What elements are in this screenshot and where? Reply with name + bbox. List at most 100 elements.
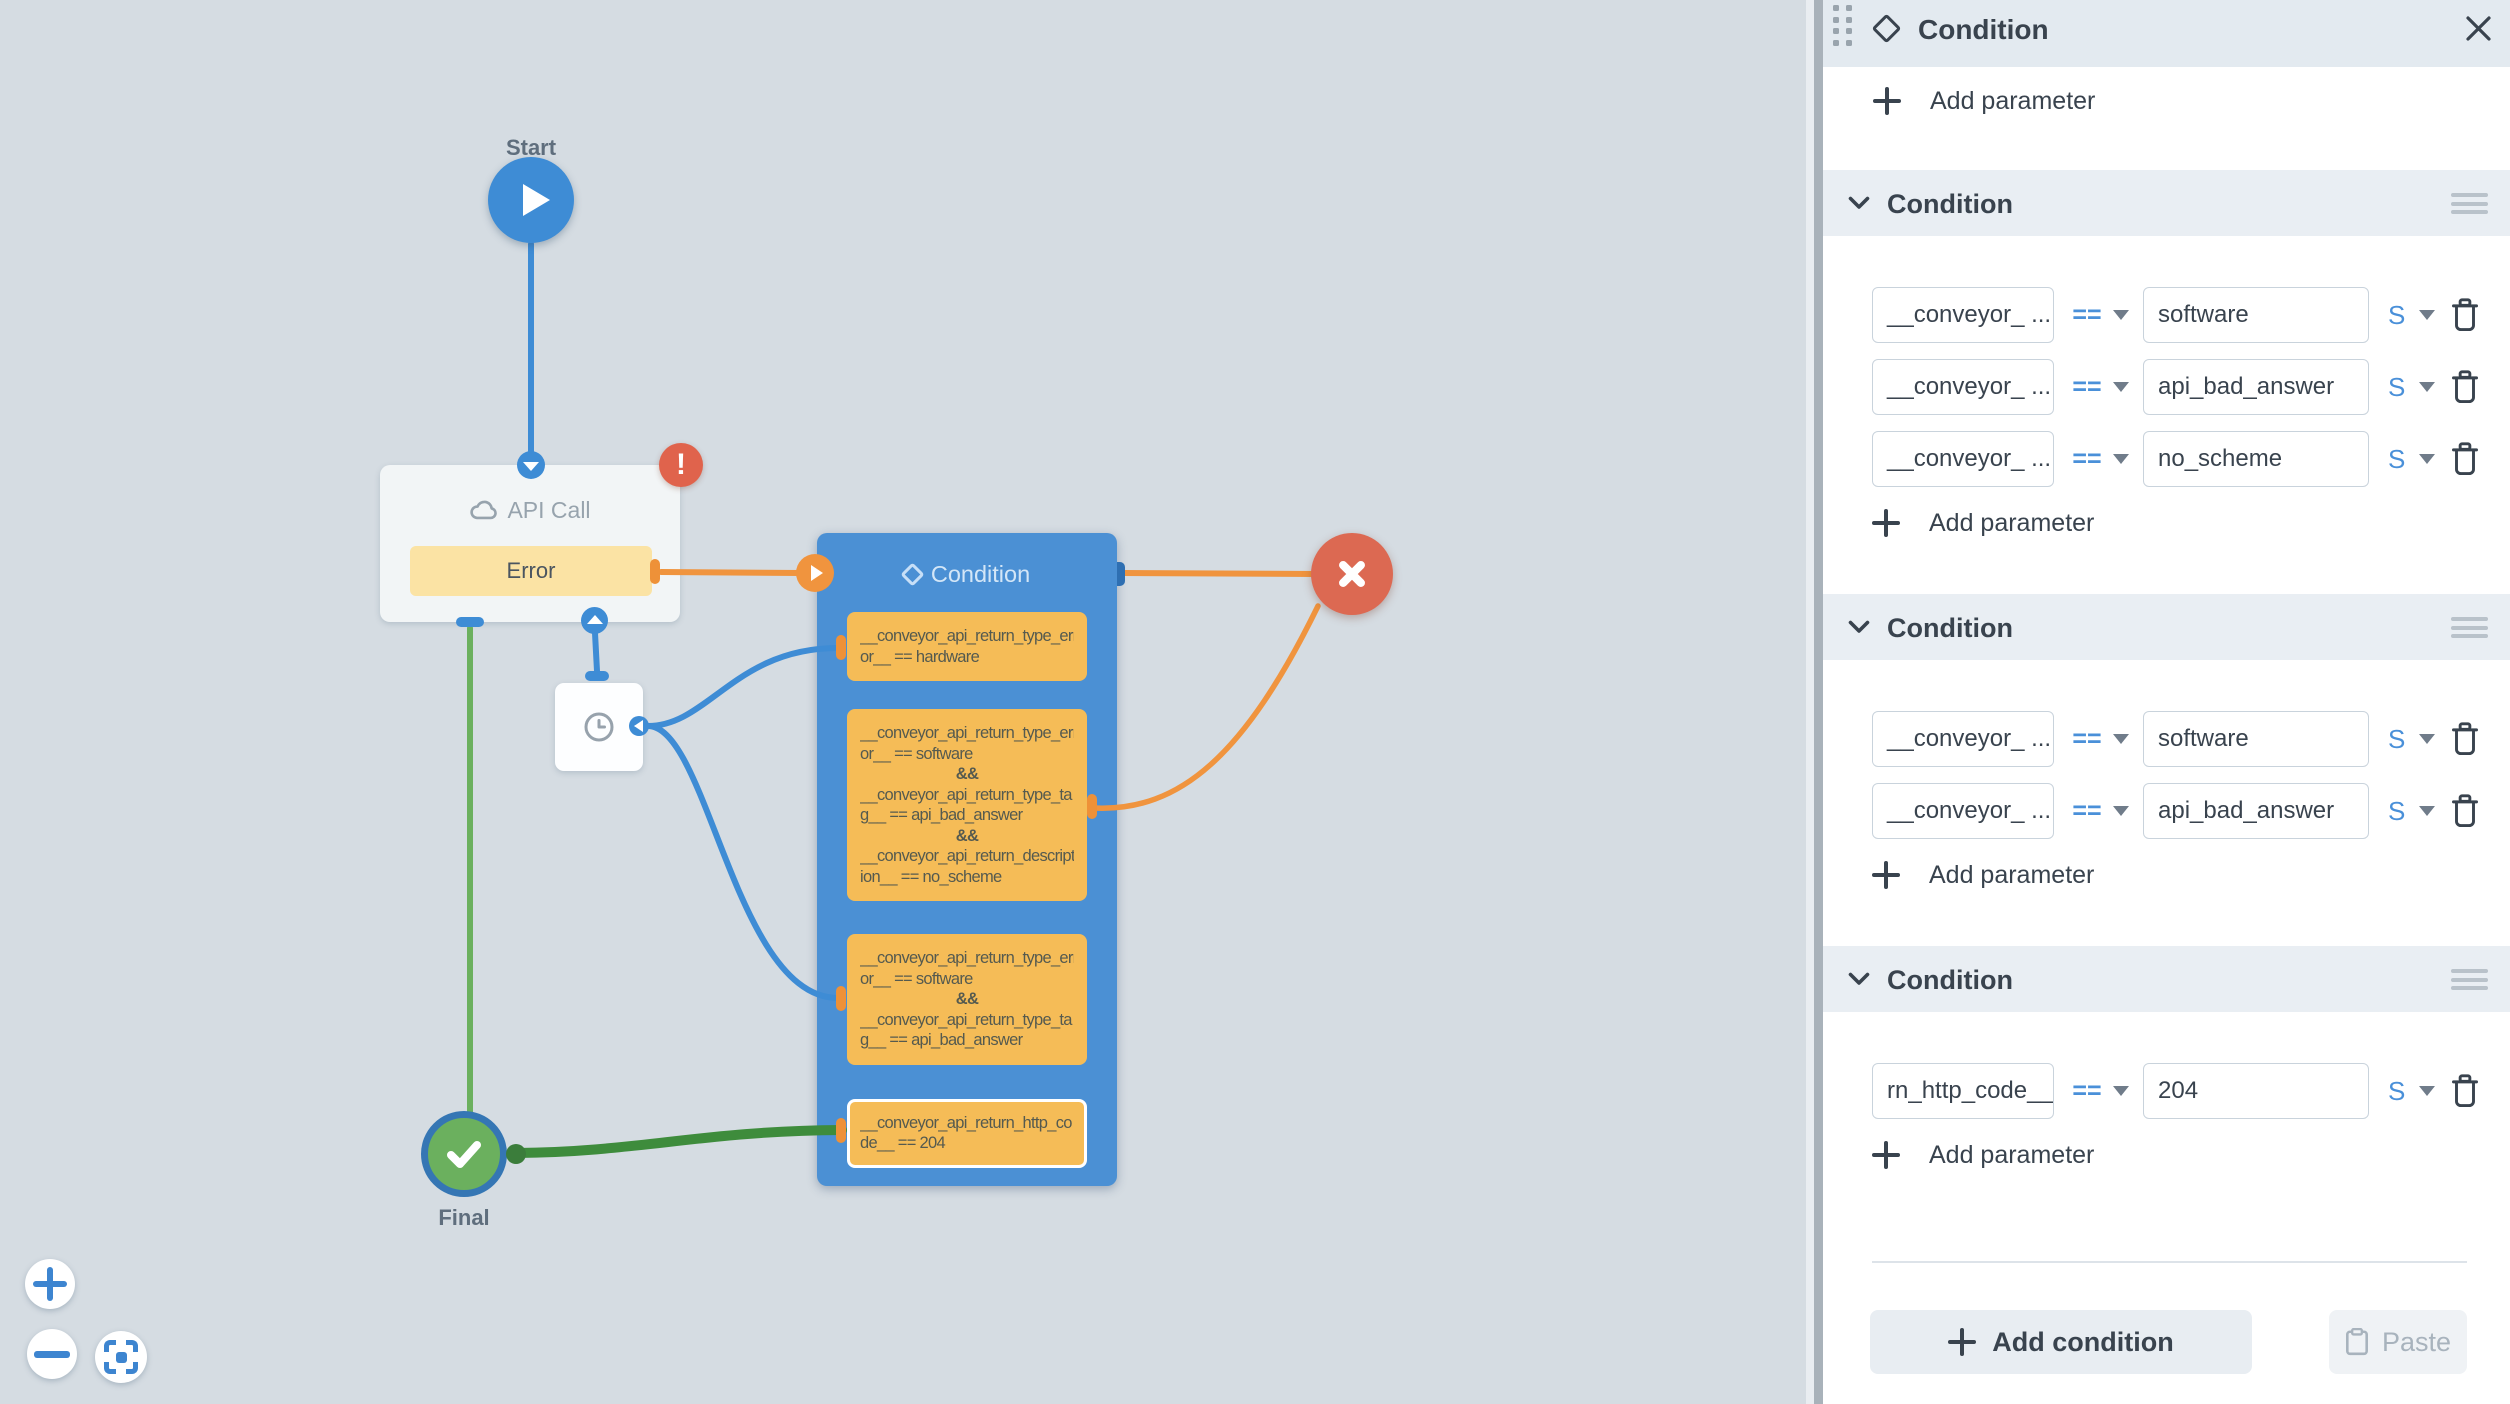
parameter-value-input[interactable]: software (2143, 711, 2369, 767)
final-node-label: Final (438, 1205, 490, 1230)
parameter-name-input[interactable]: __conveyor_ ... (1872, 711, 2054, 767)
branch3-port[interactable] (836, 986, 846, 1011)
operator-value[interactable]: == (2072, 444, 2102, 473)
operator-value[interactable]: == (2072, 372, 2102, 401)
branch1-port[interactable] (836, 635, 846, 660)
operator-value[interactable]: == (2072, 1076, 2102, 1105)
condition-node[interactable]: Condition __conveyor_api_return_type_err… (817, 533, 1117, 1186)
type-select[interactable]: S (2388, 299, 2406, 330)
type-select[interactable]: S (2388, 371, 2406, 402)
operator-dropdown-icon[interactable] (2113, 1086, 2129, 1096)
parameter-name-input[interactable]: __conveyor_ ... (1872, 287, 2054, 343)
delete-parameter-icon[interactable] (2450, 370, 2480, 404)
parameter-name-input[interactable]: __conveyor_ ... (1872, 359, 2054, 415)
operator-dropdown-icon[interactable] (2113, 310, 2129, 320)
panel-divider (1872, 1261, 2467, 1263)
api-call-node[interactable]: API Call Error (380, 465, 680, 622)
add-parameter-button[interactable]: Add parameter (1872, 501, 2510, 545)
add-parameter-button[interactable]: Add parameter (1873, 79, 2510, 123)
parameter-value-input[interactable]: software (2143, 287, 2369, 343)
final-node[interactable] (421, 1111, 507, 1197)
fit-view-button[interactable] (95, 1331, 147, 1383)
operator-value[interactable]: == (2072, 796, 2102, 825)
timer-input-port[interactable] (585, 671, 609, 681)
panel-scrollbar-track[interactable] (1806, 0, 1814, 1404)
condition-section-header[interactable]: Condition (1823, 170, 2510, 236)
condition-else-port[interactable] (1117, 562, 1125, 586)
parameter-row: __conveyor_ ... == no_scheme S (1872, 431, 2510, 487)
branch4-port[interactable] (836, 1118, 846, 1143)
clock-icon (584, 712, 614, 742)
operator-dropdown-icon[interactable] (2113, 806, 2129, 816)
type-select[interactable]: S (2388, 795, 2406, 826)
type-dropdown-icon[interactable] (2419, 806, 2436, 816)
timer-output-port[interactable] (629, 716, 649, 736)
drag-handle-icon[interactable] (1833, 5, 1853, 49)
operator-value[interactable]: == (2072, 300, 2102, 329)
type-select[interactable]: S (2388, 1075, 2406, 1106)
chevron-down-icon[interactable] (1848, 620, 1870, 634)
delete-parameter-icon[interactable] (2450, 298, 2480, 332)
operator-dropdown-icon[interactable] (2113, 734, 2129, 744)
operator-dropdown-icon[interactable] (2113, 454, 2129, 464)
add-condition-button[interactable]: Add condition (1870, 1310, 2252, 1374)
type-dropdown-icon[interactable] (2419, 734, 2436, 744)
condition-section-header[interactable]: Condition (1823, 946, 2510, 1012)
type-dropdown-icon[interactable] (2419, 310, 2436, 320)
type-select[interactable]: S (2388, 723, 2406, 754)
terminate-node[interactable] (1311, 533, 1393, 615)
delete-parameter-icon[interactable] (2450, 794, 2480, 828)
parameter-name-input[interactable]: rn_http_code__ (1872, 1063, 2054, 1119)
type-dropdown-icon[interactable] (2419, 382, 2436, 392)
operator-value[interactable]: == (2072, 724, 2102, 753)
section-title: Condition (1887, 965, 2013, 995)
delete-parameter-icon[interactable] (2450, 442, 2480, 476)
minus-icon (34, 1350, 70, 1358)
parameter-row: __conveyor_ ... == software S (1872, 287, 2510, 343)
error-badge-icon[interactable]: ! (659, 443, 703, 487)
error-output-port[interactable] (650, 559, 660, 584)
parameter-value-input[interactable]: api_bad_answer (2143, 783, 2369, 839)
add-parameter-button[interactable]: Add parameter (1872, 853, 2510, 897)
type-dropdown-icon[interactable] (2419, 454, 2436, 464)
api-success-port[interactable] (456, 617, 484, 627)
api-retry-port[interactable] (581, 607, 608, 634)
parameter-value-input[interactable]: api_bad_answer (2143, 359, 2369, 415)
chevron-down-icon[interactable] (1848, 972, 1870, 986)
reorder-handle-icon[interactable] (2451, 969, 2488, 990)
parameter-name-input[interactable]: __conveyor_ ... (1872, 783, 2054, 839)
timer-node[interactable] (555, 683, 643, 771)
parameter-value-input[interactable]: 204 (2143, 1063, 2369, 1119)
type-dropdown-icon[interactable] (2419, 1086, 2436, 1096)
branch2-port[interactable] (1087, 794, 1097, 819)
reorder-handle-icon[interactable] (2451, 617, 2488, 638)
condition-section-header[interactable]: Condition (1823, 594, 2510, 660)
type-select[interactable]: S (2388, 443, 2406, 474)
close-icon[interactable] (2465, 15, 2492, 42)
add-parameter-button[interactable]: Add parameter (1872, 1133, 2510, 1177)
plus-icon (33, 1267, 67, 1301)
zoom-in-button[interactable] (25, 1259, 75, 1309)
start-node[interactable] (488, 157, 574, 243)
delete-parameter-icon[interactable] (2450, 722, 2480, 756)
api-input-port[interactable] (517, 451, 545, 479)
parameter-value-input[interactable]: no_scheme (2143, 431, 2369, 487)
delete-parameter-icon[interactable] (2450, 1074, 2480, 1108)
api-error-branch[interactable]: Error (410, 546, 652, 596)
operator-dropdown-icon[interactable] (2113, 382, 2129, 392)
zoom-out-button[interactable] (27, 1329, 77, 1379)
plus-icon (1872, 861, 1900, 889)
paste-button[interactable]: Paste (2329, 1310, 2467, 1374)
chevron-down-icon[interactable] (1848, 196, 1870, 210)
condition-input-port[interactable] (796, 554, 834, 592)
reorder-handle-icon[interactable] (2451, 193, 2488, 214)
plus-icon (1948, 1328, 1977, 1356)
panel-scrollbar-thumb[interactable] (1814, 0, 1823, 1404)
x-icon (1339, 561, 1365, 587)
parameter-name-input[interactable]: __conveyor_ ... (1872, 431, 2054, 487)
